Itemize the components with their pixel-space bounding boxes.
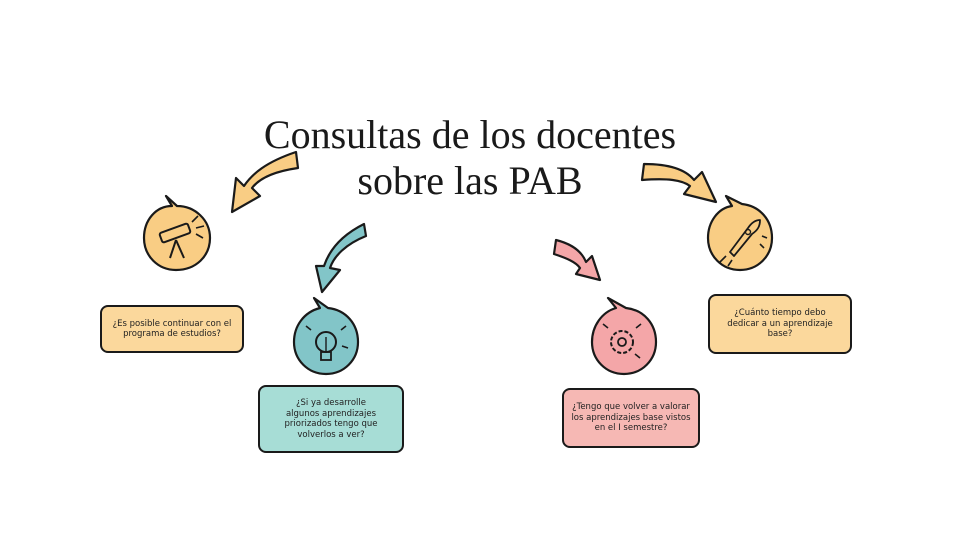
question-text-line: ¿Cuánto tiempo debo xyxy=(734,308,826,319)
title-line-2: sobre las PAB xyxy=(357,158,583,203)
telescope-icon xyxy=(142,194,212,272)
arrow-teal xyxy=(314,222,368,294)
title-line-1: Consultas de los docentes xyxy=(263,112,677,157)
question-text-line: los aprendizajes base vistos xyxy=(571,412,691,423)
question-text-line: priorizados tengo que xyxy=(284,419,378,429)
question-card-reassess: ¿Tengo que volver a valorar los aprendiz… xyxy=(562,388,700,448)
question-card-time: ¿Cuánto tiempo debo dedicar a un aprendi… xyxy=(708,294,852,354)
arrow-left-orange xyxy=(230,150,300,214)
question-text-line: dedicar a un aprendizaje xyxy=(727,318,833,329)
gear-icon xyxy=(590,296,658,376)
arrow-pink xyxy=(552,238,602,282)
question-text-line: algunos aprendizajes xyxy=(285,408,377,419)
question-text-line: programa de estudios? xyxy=(123,329,221,339)
question-text-line: base? xyxy=(767,329,793,340)
question-card-program: ¿Es posible continuar con el programa de… xyxy=(100,305,244,353)
rocket-icon xyxy=(706,194,774,272)
question-text-line: ¿Es posible continuar con el xyxy=(112,318,232,329)
question-text-line: en el I semestre? xyxy=(594,423,668,434)
question-card-priorities: ¿Si ya desarrolle algunos aprendizajes p… xyxy=(258,385,404,453)
diagram-title: Consultas de los docentes sobre las PAB xyxy=(200,112,740,204)
lightbulb-icon xyxy=(292,296,360,376)
question-text-line: volverlos a ver? xyxy=(297,429,365,440)
question-text-line: ¿Si ya desarrolle xyxy=(296,398,366,408)
question-text-line: ¿Tengo que volver a valorar xyxy=(572,402,690,413)
arrow-right-orange xyxy=(640,162,718,204)
